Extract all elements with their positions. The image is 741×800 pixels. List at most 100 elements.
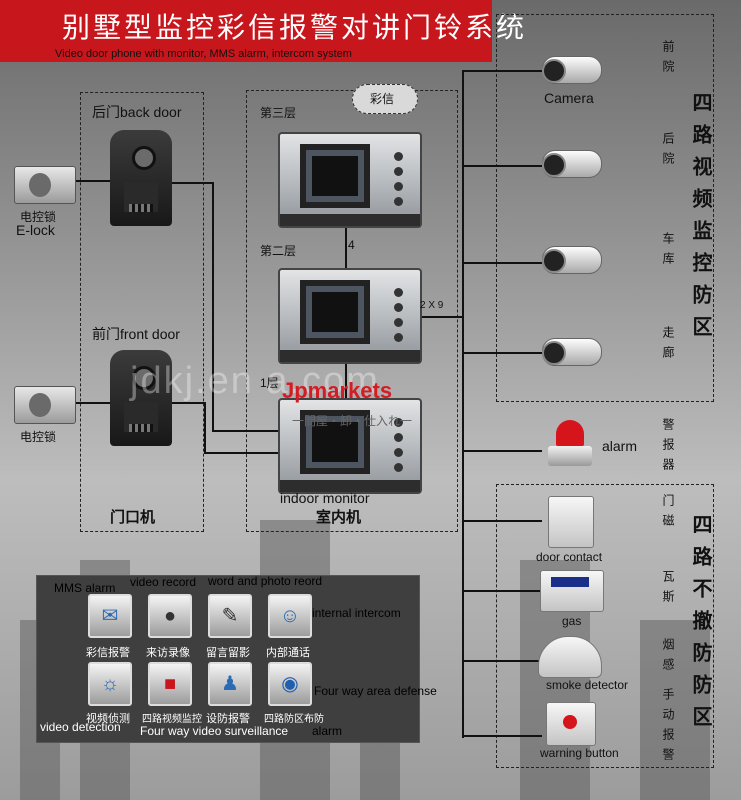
feature-label-message: 留言留影	[206, 647, 250, 659]
banner-subtitle: Video door phone with monitor, MMS alarm…	[55, 48, 352, 60]
camera-location-4: 走廊	[661, 326, 675, 366]
smoke-side-label: 烟感	[661, 638, 675, 678]
door-contact-side-label: 门磁	[661, 494, 675, 534]
gas-detector	[540, 570, 604, 612]
mms-cloud-label: 彩信	[370, 92, 395, 106]
back-door-phone	[110, 130, 172, 226]
warning-button-side-label: 手动报警	[661, 688, 675, 768]
sensor-zone-box	[496, 484, 714, 768]
e-lock-bottom-label-cn: 电控锁	[20, 430, 57, 444]
front-door-phone	[110, 350, 172, 446]
surveillance-camera-icon: ■	[148, 662, 192, 706]
wire-to-camera3	[462, 262, 542, 264]
indoor-monitor-floor3	[278, 132, 422, 228]
door-contact-label: door contact	[536, 550, 603, 564]
guard-icon: ♟	[208, 662, 252, 706]
alarm-siren-icon	[548, 420, 592, 466]
warning-button-label: warning button	[540, 746, 619, 760]
video-camera-icon: ●	[148, 594, 192, 638]
e-lock-top	[14, 166, 76, 204]
legend-internal-intercom: internal intercom	[312, 606, 401, 620]
floor1-label: 1层	[260, 376, 279, 390]
wire-to-alarm	[462, 450, 542, 452]
globe-icon: ◉	[268, 662, 312, 706]
jpmarkets-logo-sub: 一問屋・卸・仕入れ一	[292, 414, 413, 428]
mms-cloud	[352, 84, 418, 114]
banner-title: 别墅型监控彩信报警对讲门铃系统	[62, 11, 528, 44]
camera-garage	[542, 246, 602, 276]
gas-side-label: 瓦斯	[661, 570, 675, 610]
indoor-monitor-label: indoor monitor	[280, 490, 370, 506]
sensor-zone-title: 四路不撤防防区	[689, 514, 711, 738]
front-door-label: 前门front door	[92, 326, 180, 342]
wire-bus-vertical	[462, 70, 464, 738]
smoke-label: smoke detector	[546, 678, 629, 692]
wire-backdoor-to-monitor	[172, 182, 212, 184]
running-person-icon: ☼	[88, 662, 132, 706]
wire-frontdoor-to-indoor	[172, 402, 204, 404]
indoor-monitor-floor2	[278, 268, 422, 364]
feature-label-intercom: 内部通话	[266, 647, 310, 659]
legend-video-record: video record	[130, 575, 197, 589]
wire-count-4: 4	[348, 238, 355, 252]
feature-label-area-defense: 四路防区布防	[264, 714, 324, 725]
indoor-group-label: 室内机	[316, 509, 362, 526]
camera-zone-title: 四路视频监控防区	[689, 92, 711, 348]
feature-label-guard: 设防报警	[206, 713, 250, 725]
camera-front-yard	[542, 56, 602, 86]
floor2-label: 第二层	[260, 244, 297, 258]
feature-label-mms: 彩信报警	[86, 647, 130, 659]
gas-label: gas	[562, 614, 582, 628]
camera-label: Camera	[544, 90, 594, 106]
wire-lock-bottom	[74, 402, 110, 404]
e-lock-top-label-cn: 电控锁	[20, 210, 57, 224]
wire-lock-top	[74, 180, 110, 182]
indoor-units-box	[246, 90, 458, 532]
wire-to-camera1	[462, 70, 542, 72]
wire-to-camera2	[462, 165, 542, 167]
door-units-group-label: 门口机	[110, 509, 156, 526]
speaker-grill-icon	[129, 424, 153, 432]
wire-to-camera4	[462, 352, 542, 354]
door-units-box	[80, 92, 204, 532]
feature-label-four-way-video: 四路视频监控	[142, 714, 202, 725]
alarm-label: alarm	[602, 438, 638, 454]
door-contact-sensor	[548, 496, 594, 548]
legend-four-way-video: Four way video surveillance	[140, 724, 289, 738]
wire-frontdoor-drop	[204, 402, 206, 452]
wire-to-gas	[462, 590, 542, 592]
watermark-text: jdkj.en a.com	[130, 360, 380, 402]
wire-monitor-to-bus	[420, 316, 464, 318]
legend-alarm: alarm	[312, 724, 343, 738]
legend-mms: MMS alarm	[54, 581, 116, 595]
message-note-icon: ✎	[208, 594, 252, 638]
legend-video-detection: video detection	[40, 720, 121, 734]
warning-button-device	[546, 702, 596, 746]
feature-label-video-detection: 视频侦测	[86, 713, 130, 725]
wire-frontdoor-to-monitor	[204, 452, 278, 454]
title-banner	[0, 0, 492, 62]
floor3-label: 第三层	[260, 106, 297, 120]
red-button-icon	[563, 715, 577, 729]
camera-corridor	[542, 338, 602, 368]
wire-to-smoke	[462, 660, 542, 662]
camera-back-yard	[542, 150, 602, 180]
feature-label-video-record: 来访录像	[146, 647, 190, 659]
e-lock-top-label-en: E-lock	[16, 222, 55, 238]
jpmarkets-logo: Jpmarkets	[282, 378, 393, 403]
gas-display-icon	[551, 577, 589, 587]
wire-count-2x9: 2 X 9	[420, 300, 444, 311]
wire-backdoor-to-indoor	[212, 430, 278, 432]
camera-lens-icon	[132, 146, 156, 170]
intercom-people-icon: ☺	[268, 594, 312, 638]
alarm-side-label: 警报器	[661, 418, 675, 478]
legend-word-photo: word and photo reord	[208, 574, 323, 588]
camera-zone-box	[496, 14, 714, 402]
camera-location-1: 前院	[661, 40, 675, 80]
camera-location-3: 车库	[661, 232, 675, 272]
speaker-grill-icon	[129, 204, 153, 212]
mms-envelope-icon: ✉	[88, 594, 132, 638]
e-lock-bottom	[14, 386, 76, 424]
back-door-label: 后门back door	[92, 104, 182, 120]
wire-to-door-contact	[462, 520, 542, 522]
